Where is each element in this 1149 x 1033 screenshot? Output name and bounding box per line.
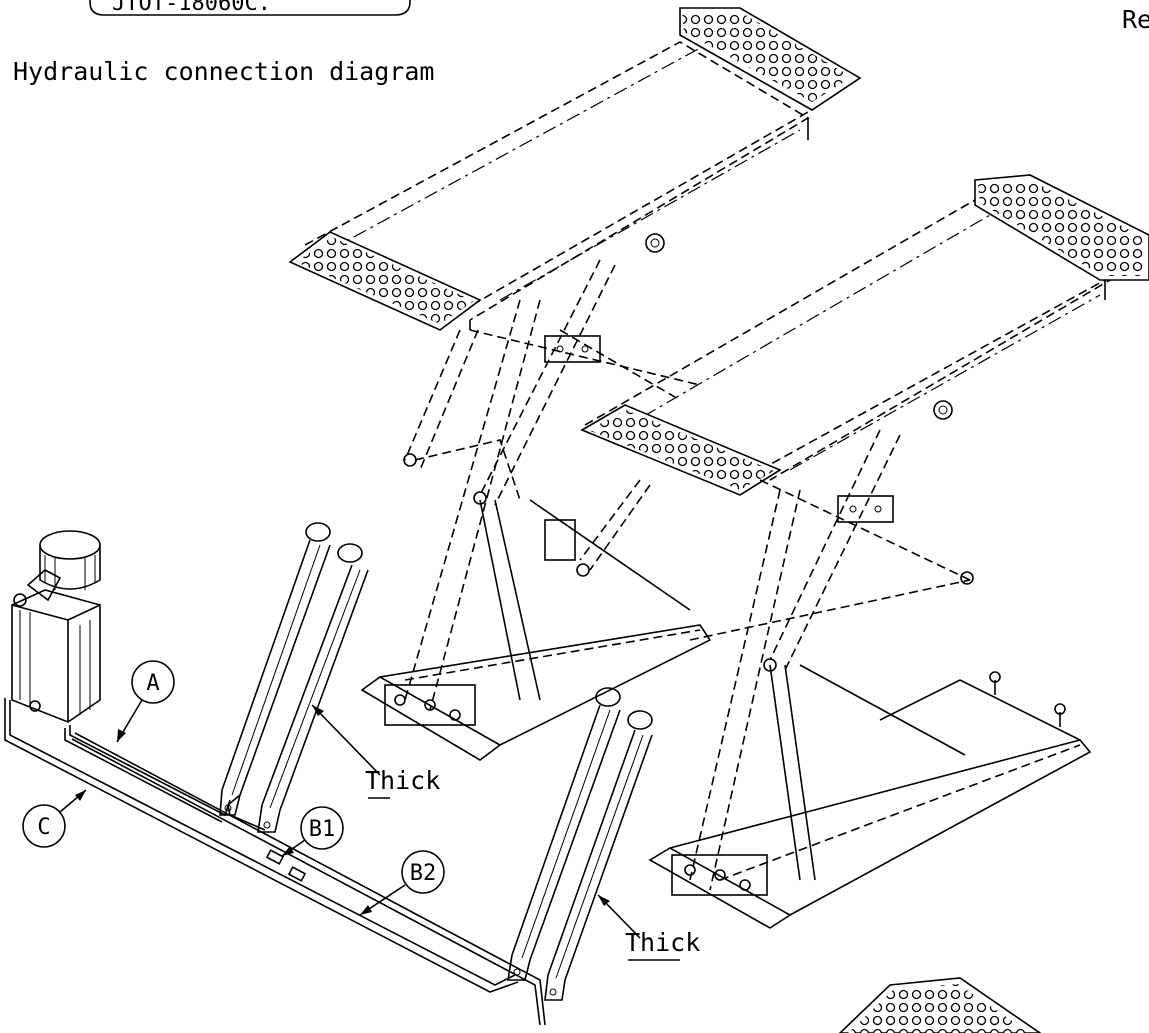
top-label-text: JTOT-18060C. [112,0,271,16]
hydraulic-hoses [4,698,546,1026]
callout-b2-label: B2 [410,861,437,886]
callout-a: A [116,660,175,743]
callout-b1-label: B1 [309,817,336,842]
callout-c-label: C [37,815,50,840]
callout-c: C [22,789,87,848]
left-cylinder-pair [219,522,369,833]
callout-b2: B2 [359,850,445,916]
top-right-text: Re [1122,5,1149,34]
right-hose-label: Thick [597,894,700,961]
callout-b1: B1 [281,806,344,857]
hydraulic-power-unit [11,530,101,724]
top-label-box: JTOT-18060C. [89,0,411,16]
left-hose-label: Thick [311,704,440,799]
upper-runway-platform [288,7,862,331]
right-hose-label-text: Thick [625,928,700,957]
lower-scissor-frame [544,429,1092,929]
lower-runway-platform [580,174,1149,496]
diagram-title: Hydraulic connection diagram [13,57,434,86]
partial-ramp-bottom [838,977,1042,1033]
left-hose-label-text: Thick [365,766,440,795]
upper-scissor-frame [360,259,712,761]
right-cylinder-pair [507,687,653,1001]
callout-a-label: A [146,671,159,696]
